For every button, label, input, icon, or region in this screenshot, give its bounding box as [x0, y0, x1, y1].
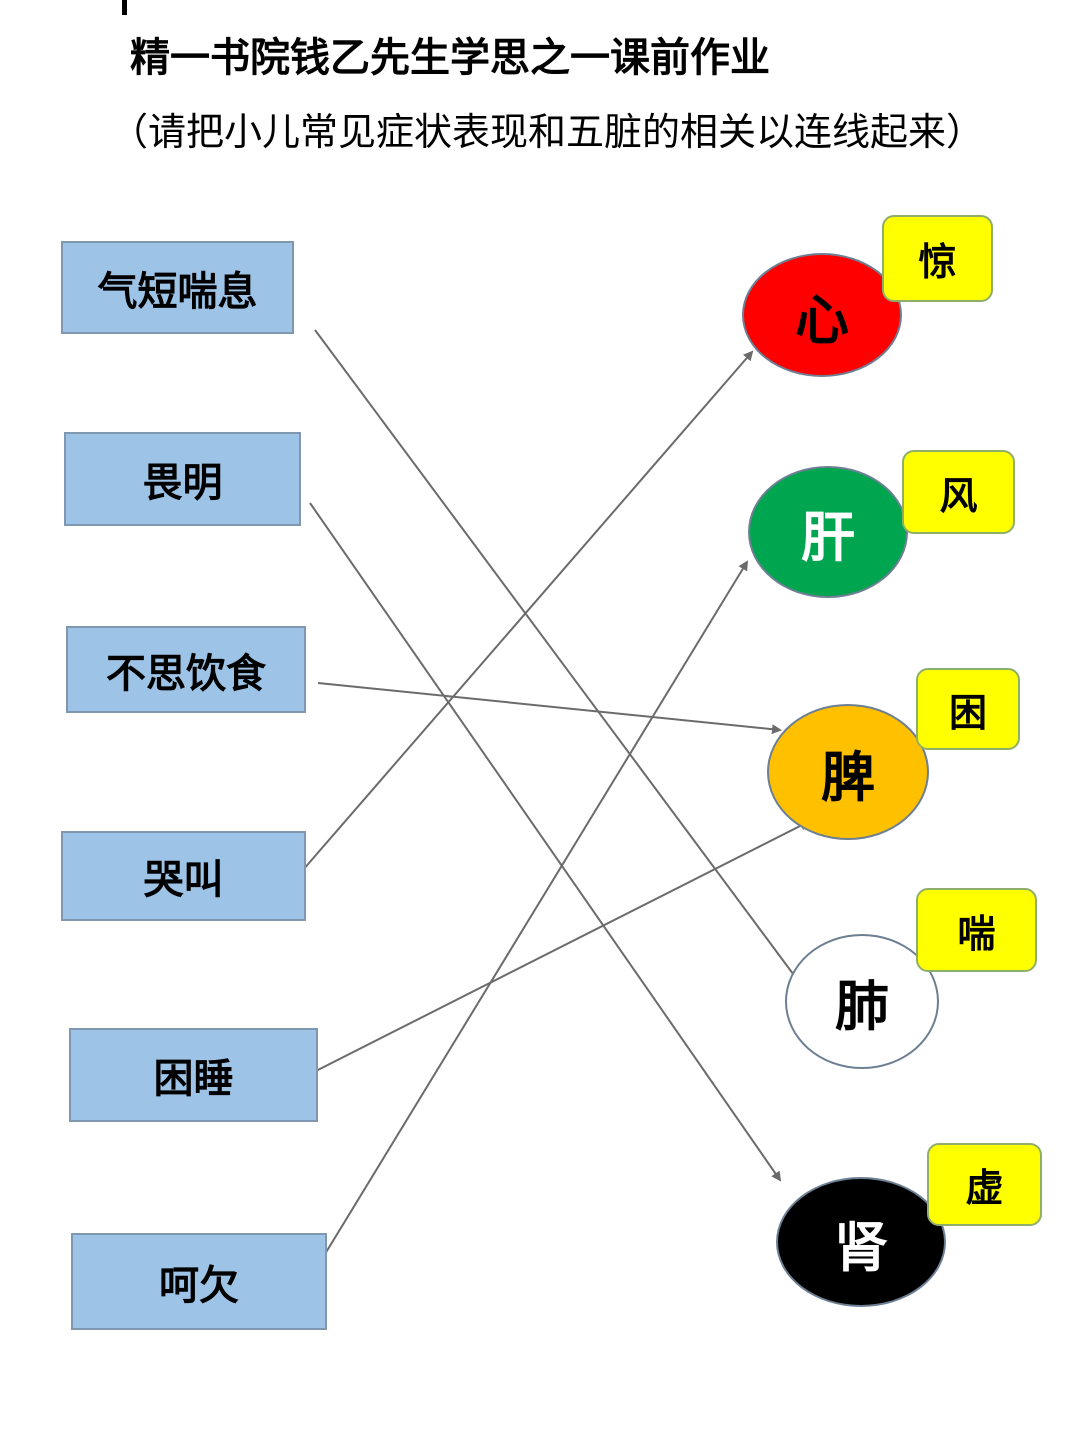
tag-label: 风 — [939, 473, 978, 518]
symptom-label: 呵欠 — [159, 1262, 239, 1309]
tag-label: 喘 — [957, 911, 996, 956]
symptom-box-poor-appetite: 不思饮食 — [66, 626, 306, 713]
tag-label: 困 — [948, 690, 987, 735]
organ-kidney: 肾 — [776, 1177, 946, 1307]
connection-line — [314, 329, 807, 992]
symptom-box-drowsiness: 困睡 — [69, 1028, 318, 1122]
organ-label: 肺 — [835, 975, 889, 1038]
organ-label: 脾 — [821, 745, 875, 809]
organ-lung: 肺 — [785, 934, 939, 1069]
organ-spleen: 脾 — [767, 704, 929, 840]
symptom-box-yawning: 呵欠 — [71, 1233, 327, 1330]
symptom-label: 困睡 — [153, 1056, 234, 1102]
organ-tag-deficiency: 虚 — [927, 1143, 1042, 1226]
organ-label: 心 — [795, 288, 849, 352]
connection-line — [309, 502, 782, 1182]
symptom-label: 气短喘息 — [97, 268, 258, 315]
organ-tag-pant: 喘 — [916, 888, 1037, 972]
symptom-label: 畏明 — [142, 460, 223, 506]
connection-line — [295, 350, 754, 879]
tag-label: 惊 — [918, 240, 957, 284]
organ-tag-sleepy: 困 — [916, 668, 1020, 750]
connection-line — [317, 682, 782, 735]
symptom-box-photophobia: 畏明 — [64, 432, 301, 526]
symptom-label: 不思饮食 — [106, 650, 266, 697]
page-title: 精一书院钱乙先生学思之一课前作业 — [130, 35, 770, 81]
organ-heart: 心 — [742, 253, 902, 377]
symptom-box-shortness-of-breath: 气短喘息 — [61, 241, 294, 334]
page-subtitle: （请把小儿常见症状表现和五脏的相关以连线起来） — [110, 110, 985, 154]
tag-label: 虚 — [965, 1166, 1004, 1210]
connection-line — [299, 560, 749, 1296]
organ-label: 肝 — [801, 505, 855, 569]
symptom-box-crying: 哭叫 — [61, 831, 306, 921]
organ-tag-wind: 风 — [902, 450, 1015, 534]
organ-label: 肾 — [834, 1215, 888, 1279]
connection-line — [301, 821, 810, 1079]
symptom-label: 哭叫 — [143, 857, 224, 903]
corner-mark — [122, 0, 127, 15]
organ-tag-fright: 惊 — [882, 215, 993, 302]
organ-liver: 肝 — [748, 466, 908, 598]
